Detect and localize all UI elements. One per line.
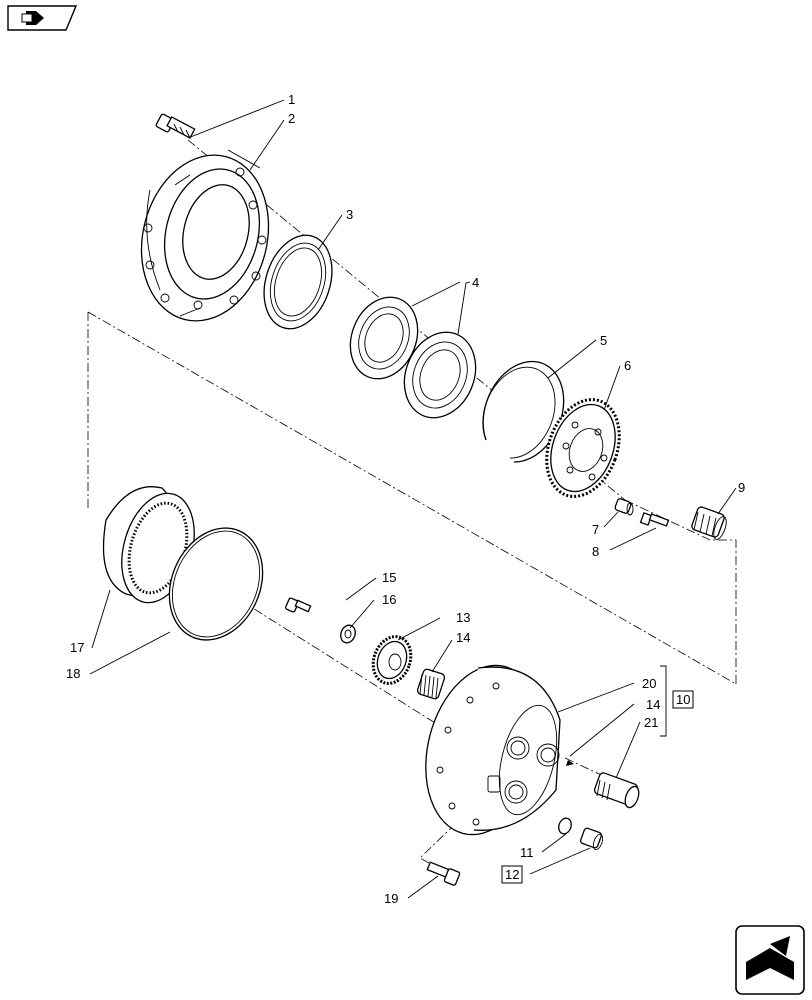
back-arrow-icon [21,11,44,25]
leader-lines [89,99,737,899]
part-4-bearing-inner [403,331,477,419]
callout-12: 12 [505,867,519,882]
part-11-small-o-ring [558,817,572,835]
callout-1: 1 [288,92,295,107]
callout-18: 18 [66,666,80,681]
next-page-arrow-icon [746,936,794,980]
callout-15: 15 [382,570,396,585]
label-box-12 [501,865,523,884]
part-6-tone-ring [545,398,621,498]
callout-4: 4 [472,275,479,290]
callout-3: 3 [346,207,353,222]
callout-5: 5 [600,333,607,348]
part-7-pin [614,498,634,516]
part-21-drain-plug [593,772,640,809]
part-14-needle-bearing [416,668,446,700]
callout-19: 19 [384,891,398,906]
part-3-seal-ring [263,234,333,330]
callout-14a: 14 [456,630,470,645]
part-13-planet-gear [371,635,413,685]
callout-21: 21 [644,715,658,730]
top-nav-button[interactable] [7,5,78,31]
callout-7: 7 [592,522,599,537]
part-12-plug [580,827,604,851]
part-9-threaded-plug [691,506,727,540]
part-2-wheel-hub [140,149,270,322]
callout-17: 17 [70,640,84,655]
callout-16: 16 [382,592,396,607]
part-19-bolt [426,861,461,886]
callout-10: 10 [676,692,690,707]
callout-11: 11 [520,845,534,860]
part-1-wheel-stud [155,113,196,139]
insert-arrow-icon [566,760,574,766]
part-8-screw [639,512,670,527]
callout-9: 9 [738,480,745,495]
callout-14b: 14 [646,697,660,712]
part-15-bolt [284,597,312,613]
part-5-snap-ring [482,360,565,463]
callout-8: 8 [592,544,599,559]
part-16-washer [340,624,356,644]
bottom-nav-button[interactable] [735,925,805,995]
callout-20: 20 [642,676,656,691]
callout-6: 6 [624,358,631,373]
label-box-10 [672,690,694,709]
callout-13: 13 [456,610,470,625]
part-18-o-ring [168,527,264,641]
part-20-planet-carrier [425,664,561,836]
part-4-bearing-outer [349,296,419,380]
callout-2: 2 [288,111,295,126]
